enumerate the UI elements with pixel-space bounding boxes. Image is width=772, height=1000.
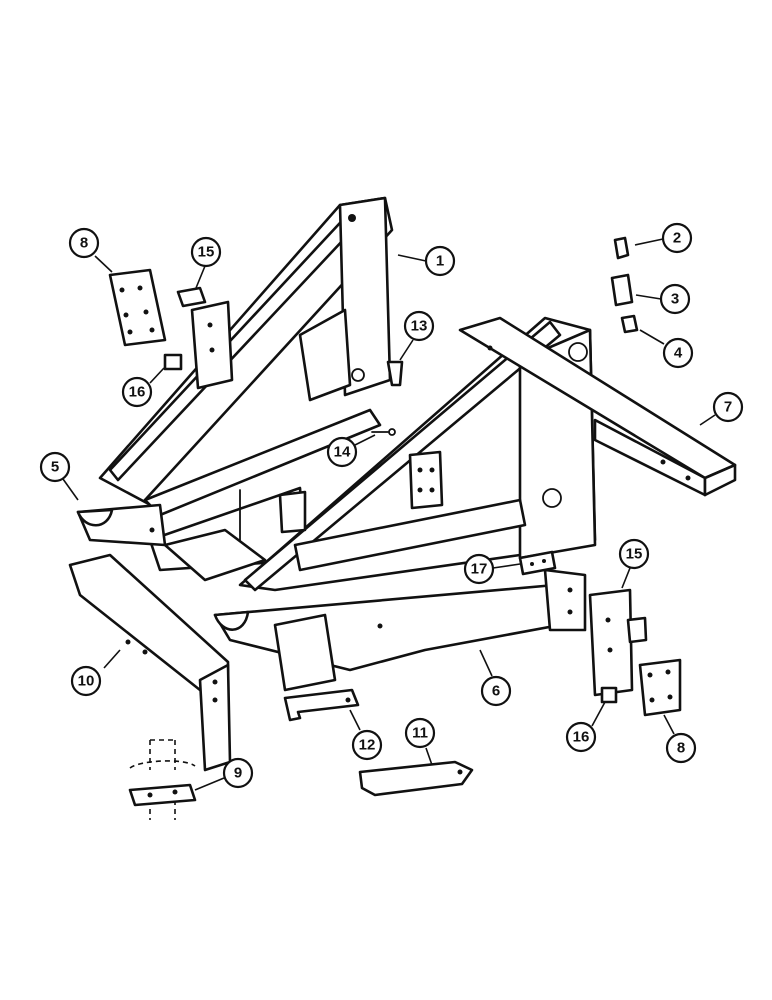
svg-text:17: 17 (471, 561, 488, 578)
svg-text:3: 3 (671, 291, 679, 308)
callout-5: 5 (39, 451, 71, 483)
svg-text:1: 1 (436, 253, 444, 270)
callout-4: 4 (662, 337, 694, 369)
callout-16-right: 16 (565, 721, 597, 753)
part-6-lower-bar (213, 568, 587, 692)
callout-13: 13 (403, 310, 435, 342)
callout-8-left: 8 (68, 227, 100, 259)
part-3-plate (610, 273, 634, 307)
part-14-pin (371, 428, 396, 436)
svg-text:15: 15 (626, 546, 643, 563)
part-2-plate (613, 236, 630, 260)
callout-11: 11 (404, 717, 436, 749)
callout-8-right: 8 (665, 732, 697, 764)
part-16-nut-left (163, 353, 183, 371)
svg-text:7: 7 (724, 399, 732, 416)
callout-2: 2 (661, 222, 693, 254)
callout-14: 14 (326, 436, 358, 468)
callout-7: 7 (712, 391, 744, 423)
part-4-plate (620, 314, 639, 334)
callout-3: 3 (659, 283, 691, 315)
callout-6: 6 (480, 675, 512, 707)
callout-10: 10 (70, 665, 102, 697)
svg-text:15: 15 (198, 244, 215, 261)
leader-lines (62, 238, 716, 791)
part-10-front-bar (68, 553, 232, 772)
svg-text:10: 10 (78, 673, 95, 690)
callout-1: 1 (424, 245, 456, 277)
part-12-strap (283, 688, 360, 722)
svg-text:8: 8 (677, 740, 685, 757)
callout-9: 9 (222, 757, 254, 789)
callout-17: 17 (463, 553, 495, 585)
callout-15-left: 15 (190, 236, 222, 268)
part-13-bolt (386, 360, 404, 387)
svg-text:6: 6 (492, 683, 500, 700)
svg-text:12: 12 (359, 737, 376, 754)
svg-text:16: 16 (573, 729, 590, 746)
part-16-nut-right (600, 686, 618, 704)
part-8-bracket-right (638, 658, 682, 717)
svg-text:13: 13 (411, 318, 428, 335)
svg-text:11: 11 (412, 725, 428, 742)
part-17-plate (518, 550, 557, 576)
part-15-clamp-right (588, 588, 648, 697)
svg-text:2: 2 (673, 230, 681, 247)
part-9-plate (128, 739, 197, 820)
part-7-tube (458, 316, 737, 497)
svg-text:5: 5 (51, 459, 59, 476)
svg-text:8: 8 (80, 235, 88, 252)
part-15-clamp-left (176, 286, 234, 390)
svg-text:16: 16 (129, 384, 146, 401)
callout-15-right: 15 (618, 538, 650, 570)
svg-text:4: 4 (674, 345, 683, 362)
part-5-side-bar (76, 503, 167, 547)
callout-16-left: 16 (121, 376, 153, 408)
svg-text:14: 14 (334, 444, 351, 461)
part-11-strap (358, 760, 474, 797)
part-8-bracket-left (108, 268, 167, 347)
svg-text:9: 9 (234, 765, 242, 782)
callout-12: 12 (351, 729, 383, 761)
